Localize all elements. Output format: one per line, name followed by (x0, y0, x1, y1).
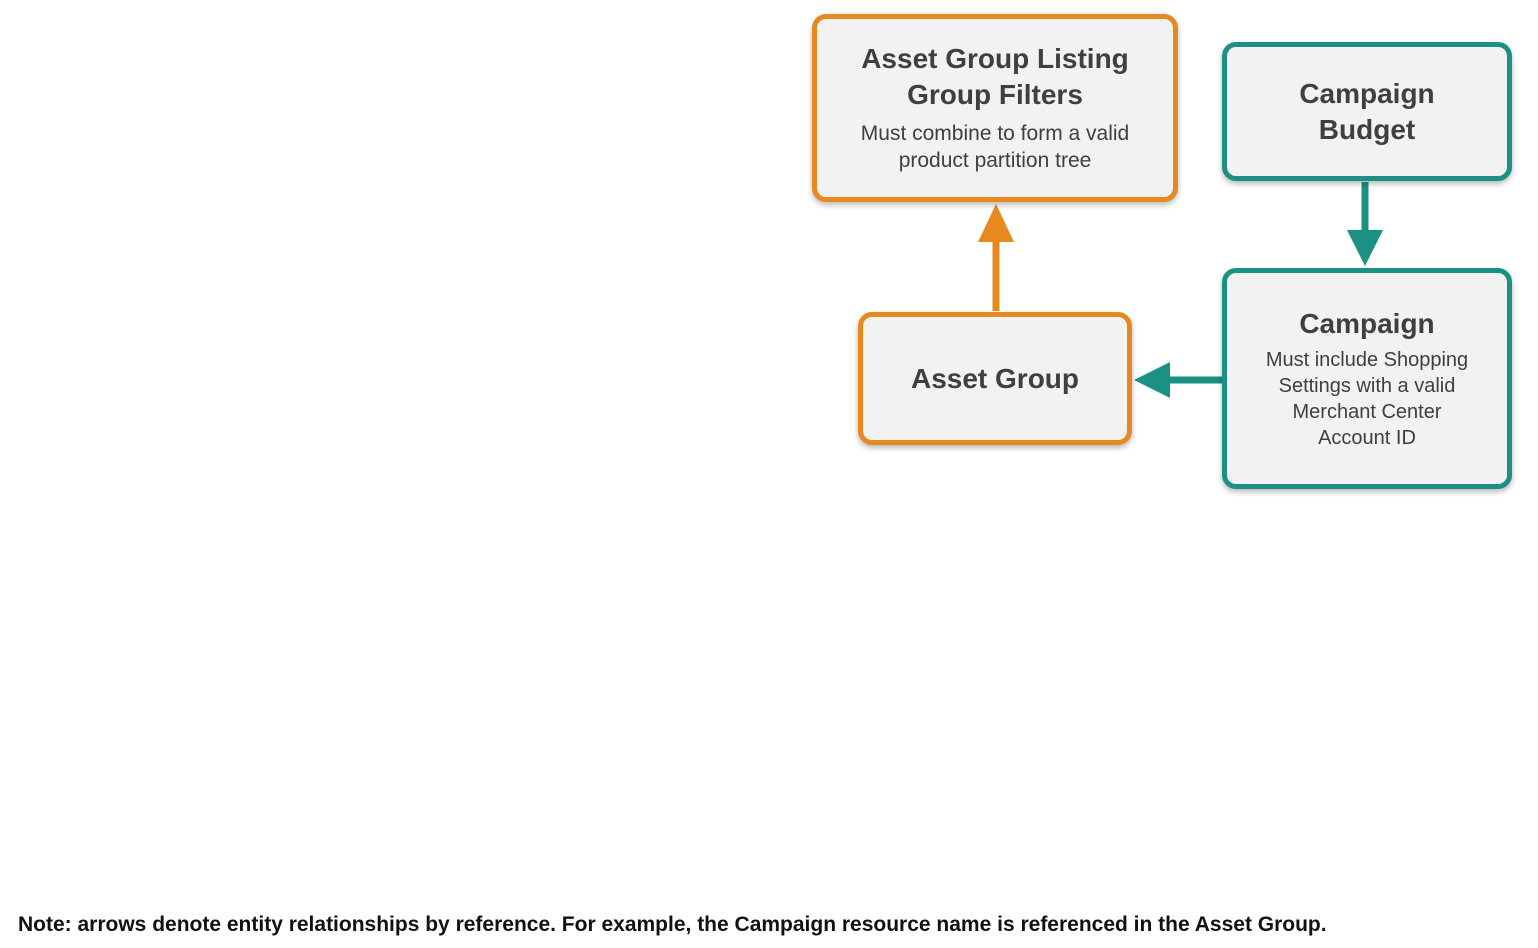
footnote: Note: arrows denote entity relationships… (18, 913, 1327, 936)
node-campaign-budget: Campaign Budget (1222, 42, 1512, 181)
node-asset-group-listing-group-filters: Asset Group Listing Group Filters Must c… (812, 14, 1178, 202)
node-title: Asset Group Listing Group Filters (861, 43, 1129, 111)
node-campaign: Campaign Must include Shopping Settings … (1222, 268, 1512, 489)
node-subtitle: Must include Shopping Settings with a va… (1265, 348, 1469, 449)
edge-campaign-budget-to-campaign (1347, 182, 1383, 266)
node-subtitle: Must combine to form a valid product par… (860, 122, 1130, 173)
arrowhead-down-icon (1347, 230, 1383, 266)
node-title: Campaign (1299, 308, 1435, 340)
arrowhead-left-icon (1134, 362, 1170, 398)
node-asset-group: Asset Group (858, 312, 1132, 445)
edge-asset-group-to-listing-filters (978, 204, 1014, 311)
node-title: Asset Group (910, 362, 1080, 394)
edge-campaign-to-asset-group (1134, 362, 1223, 398)
arrowhead-up-icon (978, 204, 1014, 242)
node-title: Campaign Budget (1299, 77, 1435, 145)
